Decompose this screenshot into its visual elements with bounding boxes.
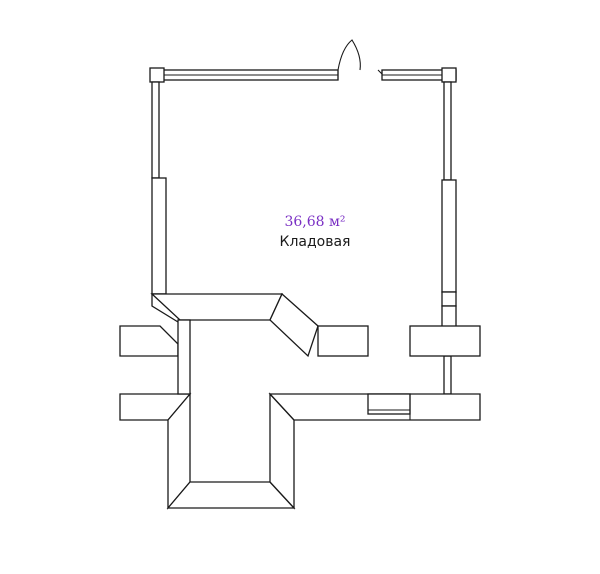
right-wall-lower [441, 305, 457, 329]
left-wall-lower [151, 177, 167, 295]
room-name-label: Кладовая [279, 234, 351, 250]
window-frame [367, 393, 411, 415]
room-area-label: 36,68 м² [284, 214, 346, 230]
right-wall-bottom [443, 355, 452, 395]
door-swing [337, 39, 361, 80]
corner-post-top-right [441, 67, 457, 83]
right-wall-upper [443, 81, 452, 181]
left-stub-upper [119, 325, 179, 357]
inner-wall-right-slant [269, 292, 319, 358]
right-wall-middle [441, 179, 457, 293]
right-stub-inner [317, 325, 369, 357]
right-stub-outer [409, 325, 481, 357]
corner-post-top-left [149, 67, 165, 83]
corridor-left-wall [177, 319, 191, 395]
right-wall-post [441, 291, 457, 307]
left-wall-upper [151, 81, 160, 179]
door-stop [377, 69, 383, 76]
